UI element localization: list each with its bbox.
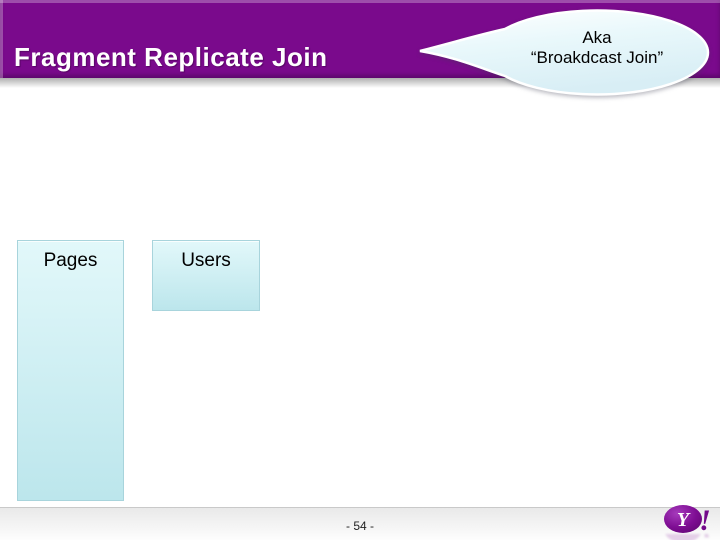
users-box: Users bbox=[152, 240, 260, 311]
pages-box-label: Pages bbox=[43, 250, 98, 271]
callout-text: Aka “Broakdcast Join” bbox=[490, 28, 704, 68]
header-shadow bbox=[0, 78, 720, 88]
logo-exclaim: ! bbox=[699, 504, 711, 537]
yahoo-logo: Y ! bbox=[658, 500, 716, 540]
yahoo-logo-reflection: ! bbox=[658, 534, 716, 540]
users-box-label: Users bbox=[181, 250, 231, 271]
callout-line1: Aka bbox=[582, 28, 612, 47]
speech-bubble-icon bbox=[419, 9, 710, 96]
logo-letter-y: Y bbox=[677, 509, 691, 531]
yahoo-logo-icon: Y ! bbox=[664, 504, 711, 537]
page-number: - 54 - bbox=[345, 519, 374, 533]
callout-bubble: Aka “Broakdcast Join” bbox=[410, 4, 720, 104]
slide-footer: - 54 - Y ! ! bbox=[0, 504, 720, 540]
pages-box: Pages bbox=[17, 240, 124, 501]
slide-title: Fragment Replicate Join bbox=[14, 42, 328, 72]
svg-text:!: ! bbox=[699, 534, 711, 540]
callout-line2: “Broakdcast Join” bbox=[530, 48, 664, 67]
